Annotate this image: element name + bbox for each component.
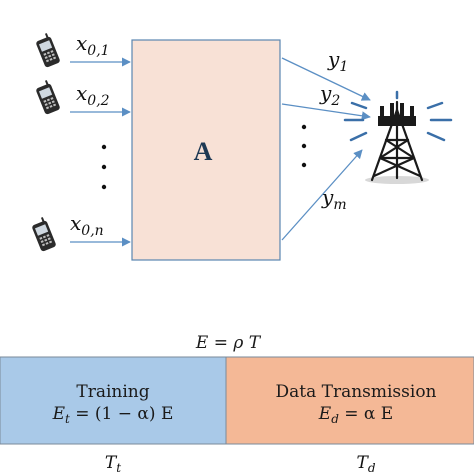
training-formula: Et = (1 − α) E xyxy=(52,404,174,426)
mobile-phone-icon xyxy=(33,79,61,115)
matrix-label: A xyxy=(194,137,213,166)
input-label-2: x0,2 xyxy=(76,81,110,109)
data-transmission-formula: Ed = α E xyxy=(318,404,393,426)
output-ellipsis xyxy=(301,124,307,168)
input-ellipsis xyxy=(101,144,107,190)
input-label-n: x0,n xyxy=(70,211,104,239)
data-transmission-title: Data Transmission xyxy=(275,382,436,402)
mobile-phone-icon xyxy=(29,216,57,252)
matrix-box xyxy=(131,39,281,261)
training-title: Training xyxy=(76,382,149,402)
training-phase-block xyxy=(0,356,227,445)
mobile-phone-icon xyxy=(33,32,61,68)
training-time-label: Tt xyxy=(105,453,121,474)
cell-tower-icon xyxy=(343,90,453,184)
energy-equation: E = ρ T xyxy=(195,333,262,353)
data-transmission-time-label: Td xyxy=(356,453,375,474)
output-arrow-m xyxy=(281,149,363,241)
output-label-2: y2 xyxy=(319,81,340,109)
output-arrow-2 xyxy=(281,103,371,121)
output-label-m: ym xyxy=(321,185,347,213)
data-transmission-phase-block xyxy=(225,356,474,445)
output-arrow-1 xyxy=(281,57,371,101)
input-label-1: x0,1 xyxy=(76,31,110,59)
output-label-1: y1 xyxy=(327,47,348,75)
